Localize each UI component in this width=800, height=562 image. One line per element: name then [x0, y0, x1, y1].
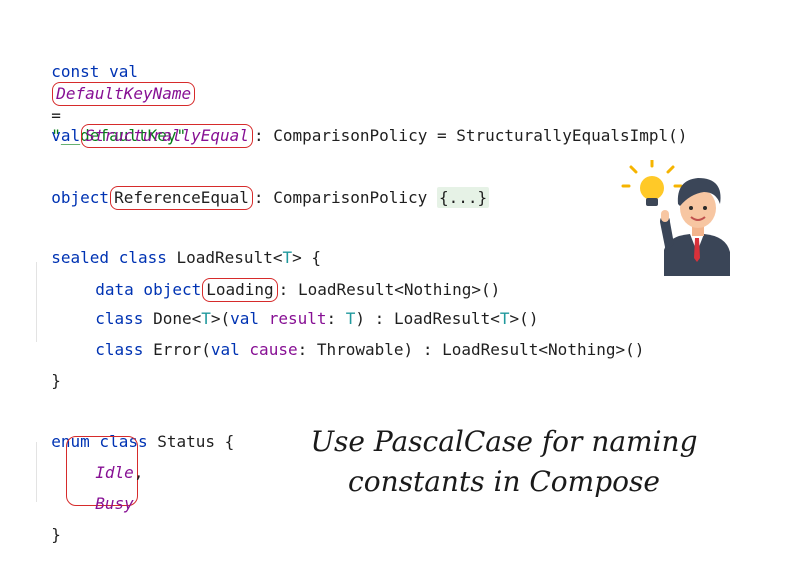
- keyword: class: [95, 309, 144, 328]
- type-parameter: T: [201, 309, 211, 328]
- keyword: class: [95, 340, 144, 359]
- highlighted-object-name: Loading: [202, 278, 278, 302]
- lightbulb-rays: [621, 160, 683, 188]
- operator: =: [51, 106, 61, 125]
- code-text: Done<: [153, 309, 202, 328]
- enum-entry: Idle: [95, 463, 134, 482]
- keyword: val: [51, 126, 81, 145]
- code-text: >(): [509, 309, 539, 328]
- businessman-with-lightbulb-icon: [621, 160, 730, 276]
- code-text: : ComparisonPolicy = StructurallyEqualsI…: [253, 126, 688, 145]
- code-line-idle: Idle,: [76, 443, 143, 483]
- indent-guide-enum: [36, 442, 37, 502]
- code-line-close-brace: }: [32, 505, 61, 545]
- keyword: object: [51, 188, 110, 207]
- code-text: : LoadResult<Nothing>(): [278, 280, 501, 299]
- type-parameter: T: [345, 309, 356, 328]
- code-text: LoadResult<: [176, 248, 283, 267]
- highlighted-constant-name: StructurallyEqual: [81, 124, 253, 148]
- highlighted-constant-name: DefaultKeyName: [52, 82, 196, 106]
- type-parameter: T: [499, 309, 510, 328]
- property-name: cause: [249, 340, 298, 359]
- caption-line-2: constants in Compose: [348, 465, 660, 498]
- highlighted-enum-entries: [66, 436, 138, 506]
- highlighted-object-name: ReferenceEqual: [110, 186, 253, 210]
- code-text: }: [51, 371, 61, 390]
- caption: Use PascalCase for naming constants in C…: [284, 422, 724, 502]
- code-text: Error(: [153, 340, 211, 359]
- code-line-sealed-class: sealed class LoadResult<T> {: [32, 228, 321, 268]
- keyword: sealed class: [51, 248, 167, 267]
- keyword: data object: [95, 280, 202, 299]
- caption-line-1: Use PascalCase for naming: [310, 425, 698, 458]
- code-text: > {: [292, 248, 322, 267]
- type-parameter: T: [282, 248, 293, 267]
- code-text: ,: [133, 463, 144, 482]
- code-text: :: [326, 309, 346, 328]
- code-text: Status {: [157, 432, 235, 451]
- code-text: >(: [210, 309, 231, 328]
- keyword: const val: [51, 62, 138, 81]
- lightbulb-icon: [640, 176, 664, 200]
- code-line-busy: Busy: [76, 474, 134, 514]
- code-text: ) : LoadResult<: [355, 309, 500, 328]
- enum-entry: Busy: [95, 494, 134, 513]
- code-text: }: [51, 525, 61, 544]
- property-name: result: [268, 309, 327, 328]
- code-text: : ComparisonPolicy: [253, 188, 428, 207]
- keyword: val: [210, 340, 240, 359]
- indent-guide-sealed: [36, 262, 37, 342]
- code-line-close-brace: }: [32, 351, 61, 391]
- code-line-done: class Done<T>(val result: T) : LoadResul…: [76, 289, 538, 329]
- code-line-error: class Error(val cause: Throwable) : Load…: [76, 320, 644, 360]
- code-text: : Throwable) : LoadResult<Nothing>(): [297, 340, 645, 359]
- code-line-default-key: const val DefaultKeyName = "__defaultKey…: [32, 42, 196, 146]
- folded-code-block[interactable]: {...}: [436, 187, 490, 208]
- keyword: val: [230, 309, 260, 328]
